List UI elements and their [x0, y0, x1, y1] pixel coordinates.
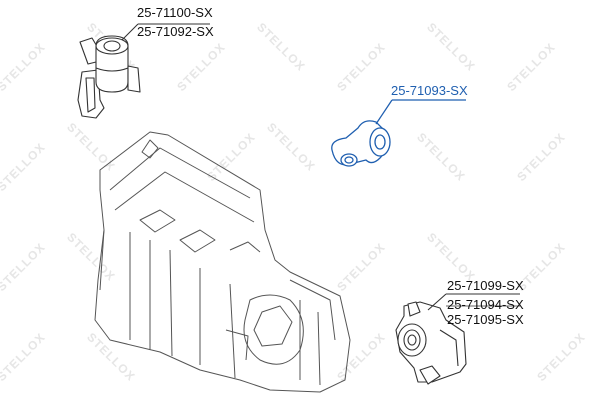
part-number-label-highlighted[interactable]: 25-71093-SX: [391, 83, 468, 98]
top-left-mount-icon: [77, 23, 210, 119]
part-number-label[interactable]: 25-71092-SX: [137, 24, 214, 39]
part-number-label[interactable]: 25-71094-SX: [447, 297, 524, 312]
part-number-label[interactable]: 25-71100-SX: [137, 5, 213, 20]
part-number-label[interactable]: 25-71095-SX: [447, 312, 524, 327]
torque-rod-icon: [331, 99, 466, 167]
engine-assembly-icon: [94, 131, 351, 393]
part-number-label[interactable]: 25-71099-SX: [447, 278, 524, 293]
bottom-right-mount-icon: [395, 293, 520, 385]
